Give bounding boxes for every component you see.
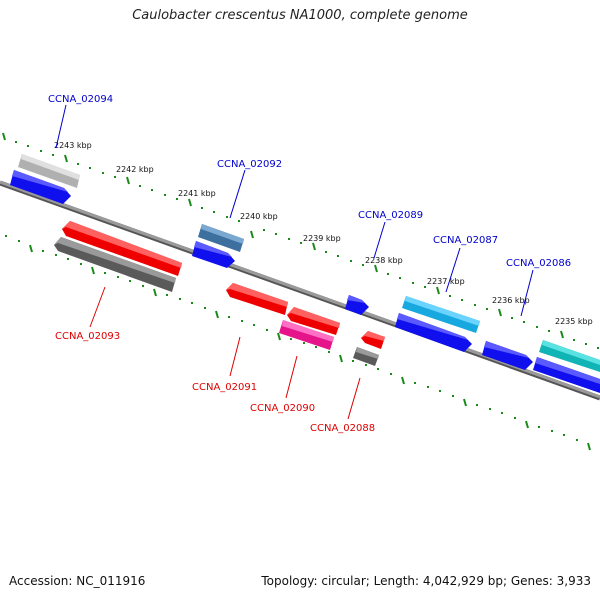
genome-backbone: [0, 180, 600, 401]
kbp-label: 2238 kbp: [365, 256, 403, 265]
gene-ccna-02092[interactable]: [192, 241, 235, 268]
reverse-gene-tags: CCNA_02093 CCNA_02091 CCNA_02090 CCNA_02…: [55, 331, 375, 434]
gene-ccna-02093[interactable]: [62, 221, 182, 276]
accession-text: Accession: NC_011916: [9, 574, 146, 588]
map-title: Caulobacter crescentus NA1000, complete …: [132, 8, 468, 23]
gene-ccna-02086-a[interactable]: [482, 341, 533, 370]
gene-ccna-02088[interactable]: [361, 331, 385, 349]
gene-tag-forward[interactable]: CCNA_02087: [433, 235, 498, 246]
gene-tag-reverse[interactable]: CCNA_02088: [310, 423, 375, 434]
kbp-label: 2241 kbp: [178, 189, 216, 198]
gene-ccna-02092-extra[interactable]: [198, 224, 244, 252]
gene-ccna-02087-extra[interactable]: [402, 296, 480, 333]
gene-ccna-02094[interactable]: [10, 170, 71, 204]
forward-gene-tags: CCNA_02094 CCNA_02092 CCNA_02089 CCNA_02…: [48, 94, 571, 269]
kbp-label: 2236 kbp: [492, 296, 530, 305]
gene-ccna-02091[interactable]: [226, 283, 288, 315]
gene-tag-reverse[interactable]: CCNA_02093: [55, 331, 120, 342]
upper-scale-ticks: [2, 132, 599, 349]
gene-ccna-02087[interactable]: [395, 313, 472, 352]
gene-ccna-02094-extra[interactable]: [18, 154, 80, 188]
gene-tag-reverse[interactable]: CCNA_02091: [192, 382, 257, 393]
gene-ccna-02090[interactable]: [287, 307, 340, 335]
gene-ccna-02086-extra[interactable]: [539, 340, 600, 372]
forward-genes: [10, 154, 600, 393]
kbp-label: 2243 kbp: [54, 141, 92, 150]
gene-tag-reverse[interactable]: CCNA_02090: [250, 403, 315, 414]
kbp-label: 2235 kbp: [555, 317, 593, 326]
gene-ccna-02088-extra[interactable]: [353, 347, 379, 366]
gene-ccna-02086[interactable]: [533, 357, 600, 393]
gene-tag-forward[interactable]: CCNA_02092: [217, 159, 282, 170]
gene-ccna-02090-extra[interactable]: [279, 320, 334, 350]
gene-tag-forward[interactable]: CCNA_02089: [358, 210, 423, 221]
lower-scale-ticks: [5, 235, 591, 451]
kbp-labels: 2243 kbp 2242 kbp 2241 kbp 2240 kbp 2239…: [54, 141, 593, 326]
kbp-label: 2239 kbp: [303, 234, 341, 243]
label-connectors: [55, 104, 534, 420]
gene-tag-forward[interactable]: CCNA_02094: [48, 94, 113, 105]
kbp-label: 2240 kbp: [240, 212, 278, 221]
gene-ccna-02093-extra[interactable]: [54, 237, 176, 292]
reverse-genes: [54, 221, 385, 366]
kbp-label: 2242 kbp: [116, 165, 154, 174]
gene-ccna-02089[interactable]: [345, 295, 369, 315]
topology-text: Topology: circular; Length: 4,042,929 bp…: [261, 574, 591, 588]
gene-tag-forward[interactable]: CCNA_02086: [506, 258, 571, 269]
kbp-label: 2237 kbp: [427, 277, 465, 286]
